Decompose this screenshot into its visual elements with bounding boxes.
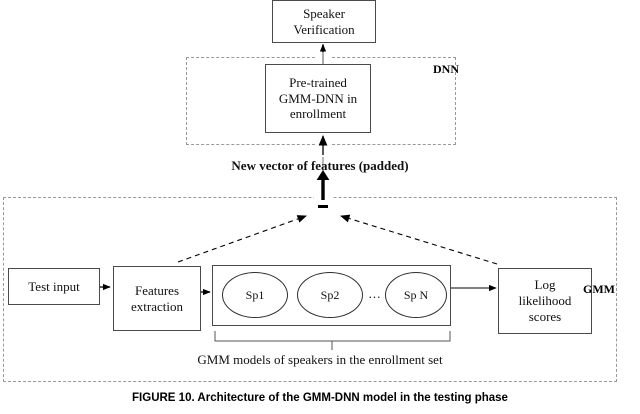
pretrained-gmm-dnn-box: Pre-trained GMM-DNN in enrollment <box>265 64 371 133</box>
speaker-verification-box: Speaker Verification <box>272 0 376 43</box>
features-extraction-line1: Features <box>134 282 180 298</box>
speaker-verification-line1: Speaker <box>303 5 345 21</box>
pretrained-line3: enrollment <box>289 106 347 122</box>
pretrained-line2: GMM-DNN in <box>278 90 358 106</box>
log-likelihood-line3: scores <box>528 308 562 324</box>
speaker-model-ellipse: Sp1 <box>222 272 288 318</box>
speaker-model-label: Sp N <box>403 287 429 302</box>
features-extraction-box: Features extraction <box>113 266 201 331</box>
features-extraction-line2: extraction <box>131 298 183 314</box>
dnn-region-label: DNN <box>433 62 459 76</box>
gmm-region <box>3 197 617 382</box>
gmm-region-label: GMM <box>583 282 615 296</box>
speaker-models-container: Sp1 Sp2 ... Sp N <box>212 265 451 326</box>
gmm-models-caption: GMM models of speakers in the enrollment… <box>197 352 443 367</box>
speaker-model-label: Sp1 <box>245 287 265 302</box>
speaker-model-ellipse: Sp N <box>385 272 447 318</box>
speaker-verification-line2: Verification <box>293 21 355 37</box>
log-likelihood-line2: likelihood <box>518 293 572 309</box>
speaker-model-label: Sp2 <box>320 287 340 302</box>
log-likelihood-scores-box: Log likelihood scores <box>498 268 592 334</box>
pretrained-line1: Pre-trained <box>289 74 347 90</box>
speaker-models-ellipsis: ... <box>368 286 382 301</box>
test-input-box: Test input <box>8 268 100 305</box>
log-likelihood-line1: Log <box>534 277 556 293</box>
figure-caption: FIGURE 10. Architecture of the GMM-DNN m… <box>132 392 508 404</box>
test-input-label: Test input <box>28 278 80 294</box>
speaker-model-ellipse: Sp2 <box>297 272 363 318</box>
new-vector-of-features-label: New vector of features (padded) <box>231 158 409 173</box>
